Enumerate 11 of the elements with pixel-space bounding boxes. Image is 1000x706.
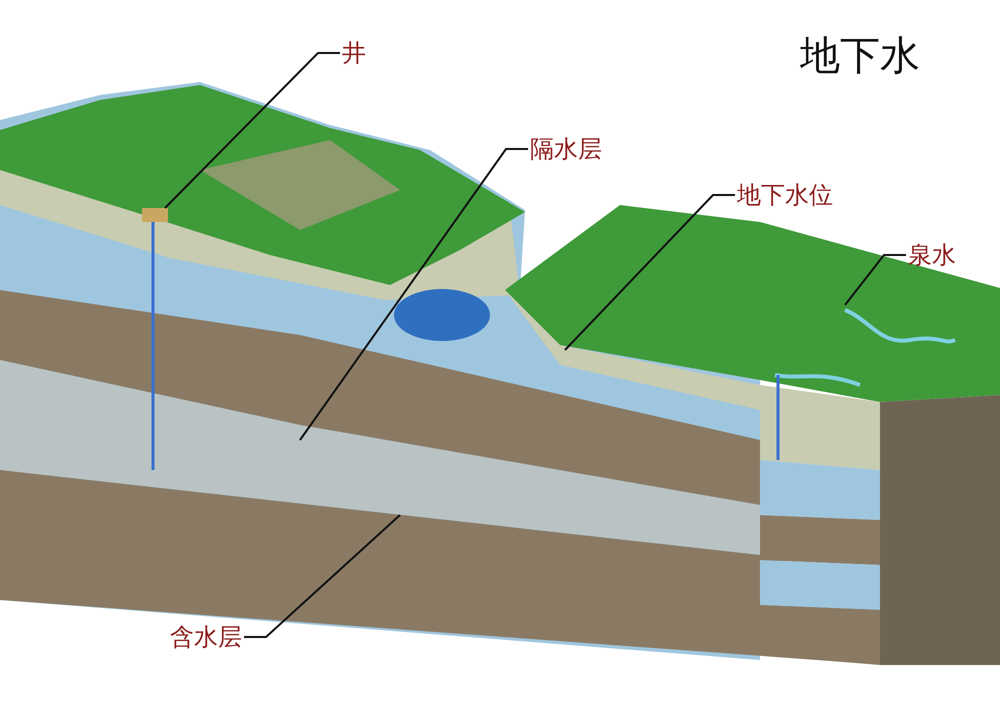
callout-label: 地下水位 xyxy=(737,180,833,210)
leader-line xyxy=(164,52,340,209)
callout-label: 泉水 xyxy=(908,240,956,270)
callout-label: 隔水层 xyxy=(530,134,602,164)
diagram-title: 地下水 xyxy=(800,32,920,81)
leader-line xyxy=(844,254,906,306)
leader-line xyxy=(564,194,735,351)
leader-line xyxy=(244,514,401,638)
leader-line xyxy=(299,148,528,441)
callout-label: 含水层 xyxy=(170,622,242,652)
callout-label: 井 xyxy=(342,38,366,68)
